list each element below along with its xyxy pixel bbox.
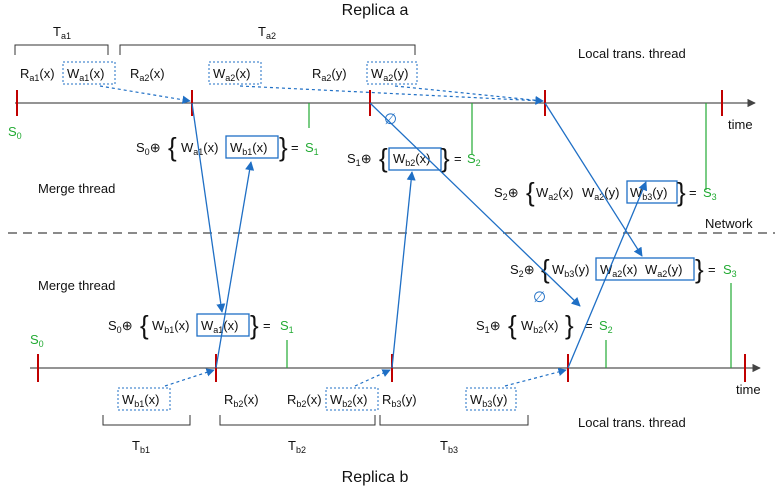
merge-a3-result: S3 <box>703 185 717 202</box>
write-box-b1x <box>117 387 171 411</box>
time-label-b: time <box>736 382 761 397</box>
op-a-1: Wa1(x) <box>67 66 104 83</box>
merge-a3-w3: Wb3(y) <box>630 185 667 202</box>
merge-a3-brace-close: } <box>677 177 686 207</box>
merge-a1-box <box>225 135 279 159</box>
merge-b1-eq: = <box>263 318 271 333</box>
trans-brace-b2 <box>219 415 376 426</box>
merge-a2-brace-close: } <box>441 143 450 173</box>
trans-label-a2: Ta2 <box>258 24 276 41</box>
merge-a1-brace-close: } <box>279 132 288 162</box>
merge-b3-brace-open: { <box>541 254 550 284</box>
replica-b-title: Replica b <box>342 469 409 486</box>
local-thread-label-a: Local trans. thread <box>578 46 686 61</box>
merge-b1-w1: Wb1(x) <box>152 318 189 335</box>
write-box-b2x <box>325 387 379 411</box>
op-b-1: Rb2(x) <box>224 392 259 409</box>
time-label-a: time <box>728 117 753 132</box>
merge-b3-w3: Wa2(y) <box>645 262 682 279</box>
merge-a2-lhs: S1⊕ <box>347 151 372 168</box>
merge-a3-lhs: S2⊕ <box>494 185 519 202</box>
merge-a2-w: Wb2(x) <box>393 151 430 168</box>
network-label: Network <box>705 216 753 231</box>
merge-a1-w1: Wa1(x) <box>181 140 218 157</box>
trans-label-b1: Tb1 <box>132 438 150 455</box>
merge-b1-w2: Wa1(x) <box>201 318 238 335</box>
op-b-3: Wb2(x) <box>330 392 367 409</box>
merge-a2-result: S2 <box>467 151 481 168</box>
merge-b3-brace-close: } <box>695 254 704 284</box>
merge-a3-brace-open: { <box>526 177 535 207</box>
merge-b3-box <box>595 257 695 281</box>
trans-brace-b3 <box>379 415 529 426</box>
merge-a3-box <box>626 180 678 204</box>
write-box-a1x <box>62 61 116 85</box>
op-a-4: Ra2(y) <box>312 66 347 83</box>
trans-brace-a1 <box>14 44 109 55</box>
merge-b2-w: Wb2(x) <box>521 318 558 335</box>
merge-b3-result: S3 <box>723 262 737 279</box>
merge-a1-w2: Wb1(x) <box>230 140 267 157</box>
trans-label-b2: Tb2 <box>288 438 306 455</box>
trans-label-b3: Tb3 <box>440 438 458 455</box>
state-lines-a <box>308 103 707 190</box>
empty-set-a: ∅ <box>384 111 397 128</box>
merge-b2-lhs: S1⊕ <box>476 318 501 335</box>
state-a-s0: S0 <box>8 124 22 141</box>
merge-a3-w2: Wa2(y) <box>582 185 619 202</box>
op-b-2: Rb2(x) <box>287 392 322 409</box>
write-box-a2x <box>208 61 262 85</box>
merge-a1-eq: = <box>291 140 299 155</box>
state-lines-b <box>286 283 732 368</box>
op-b-0: Wb1(x) <box>122 392 159 409</box>
merge-a2-brace-open: { <box>379 143 388 173</box>
op-b-5: Wb3(y) <box>470 392 507 409</box>
merge-a1-lhs: S0⊕ <box>136 140 161 157</box>
write-box-b3y <box>465 387 517 411</box>
merge-a3-eq: = <box>689 185 697 200</box>
merge-b1-brace-close: } <box>250 310 259 340</box>
local-commit-arrows-b <box>164 367 567 387</box>
op-a-3: Wa2(x) <box>213 66 250 83</box>
state-b-s0: S0 <box>30 332 44 349</box>
merge-a3-w1: Wa2(x) <box>536 185 573 202</box>
merge-b1-lhs: S0⊕ <box>108 318 133 335</box>
merge-thread-label-b: Merge thread <box>38 278 115 293</box>
merge-b1-result: S1 <box>280 318 294 335</box>
trans-label-a1: Ta1 <box>53 24 71 41</box>
merge-b2-brace-open: { <box>508 310 517 340</box>
merge-b2-result: S2 <box>599 318 613 335</box>
merge-b3-w2: Wa2(x) <box>600 262 637 279</box>
merge-b1-box <box>196 313 250 337</box>
merge-b2-eq: = <box>585 318 593 333</box>
merge-a2-eq: = <box>454 151 462 166</box>
network-arrows <box>191 102 648 369</box>
merge-thread-label-a: Merge thread <box>38 181 115 196</box>
write-box-a2y <box>366 61 418 85</box>
empty-set-b: ∅ <box>533 289 546 306</box>
merge-a1-brace-open: { <box>168 132 177 162</box>
merge-b3-lhs: S2⊕ <box>510 262 535 279</box>
op-b-4: Rb3(y) <box>382 392 417 409</box>
op-a-2: Ra2(x) <box>130 66 165 83</box>
merge-a2-box <box>388 147 442 171</box>
op-a-5: Wa2(y) <box>371 66 408 83</box>
trans-brace-b1 <box>102 415 191 426</box>
merge-b3-w1: Wb3(y) <box>552 262 589 279</box>
op-a-0: Ra1(x) <box>20 66 55 83</box>
merge-b3-eq: = <box>708 262 716 277</box>
replica-a-title: Replica a <box>342 2 409 19</box>
local-thread-label-b: Local trans. thread <box>578 415 686 430</box>
merge-a1-result: S1 <box>305 140 319 157</box>
merge-b1-brace-open: { <box>140 310 149 340</box>
merge-b2-brace-close: } <box>565 310 574 340</box>
trans-brace-a2 <box>119 44 416 55</box>
local-commit-arrows-a <box>99 85 544 105</box>
